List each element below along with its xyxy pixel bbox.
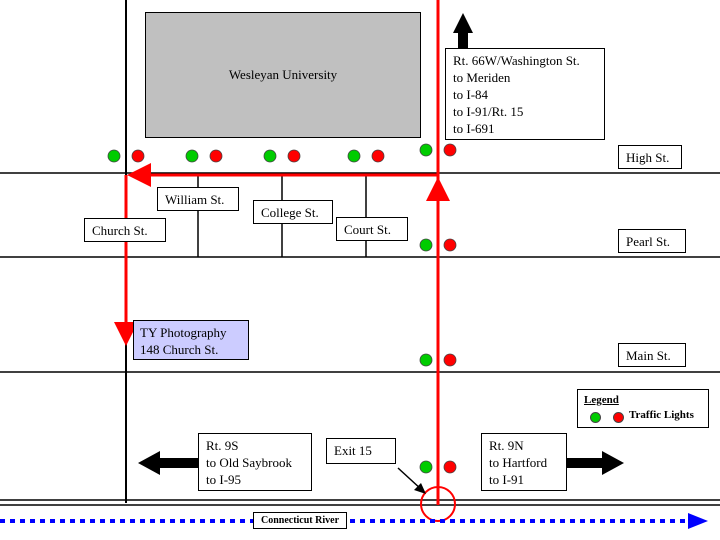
traffic-light-icon [443, 143, 457, 157]
rt9n-line: Rt. 9N [489, 438, 524, 453]
traffic-lights-route [419, 238, 457, 474]
street-label-william: William St. [157, 187, 239, 211]
west-arrow-icon [138, 451, 198, 475]
map-legend: Legend Traffic Lights [577, 389, 709, 428]
destination-address: 148 Church St. [140, 342, 219, 357]
traffic-light-icon [185, 149, 199, 163]
east-arrow-icon [566, 451, 624, 475]
traffic-light-icon [371, 149, 385, 163]
rt9n-line: to I-91 [489, 472, 525, 487]
street-label-main: Main St. [618, 343, 686, 367]
north-direction-line: to I-84 [453, 87, 489, 102]
traffic-light-icon [107, 149, 121, 163]
north-direction-line: to I-691 [453, 121, 495, 136]
traffic-light-icon [443, 353, 457, 367]
traffic-light-icon [263, 149, 277, 163]
traffic-light-icon [419, 460, 433, 474]
traffic-light-icon [443, 238, 457, 252]
destination-name: TY Photography [140, 325, 227, 340]
north-directions-box: Rt. 66W/Washington St. to Meriden to I-8… [445, 48, 605, 140]
destination-box: TY Photography 148 Church St. [133, 320, 249, 360]
traffic-light-icon [347, 149, 361, 163]
north-direction-line: to Meriden [453, 70, 511, 85]
rt9s-line: Rt. 9S [206, 438, 239, 453]
rt9s-line: to I-95 [206, 472, 242, 487]
connecticut-river-label: Connecticut River [253, 512, 347, 529]
traffic-light-icon [590, 412, 601, 423]
rt9s-directions-box: Rt. 9S to Old Saybrook to I-95 [198, 433, 312, 491]
traffic-light-icon [287, 149, 301, 163]
rt9n-directions-box: Rt. 9N to Hartford to I-91 [481, 433, 567, 491]
street-label-church: Church St. [84, 218, 166, 242]
legend-item-label: Traffic Lights [629, 409, 694, 421]
street-label-high: High St. [618, 145, 682, 169]
traffic-lights-high-st [107, 143, 457, 163]
exit-15-label: Exit 15 [326, 438, 396, 464]
exit-pointer-head [414, 483, 426, 494]
exit-marker-icon [420, 486, 456, 522]
wesleyan-university-building: Wesleyan University [145, 12, 421, 138]
river-arrow-head [688, 513, 708, 529]
rt9n-line: to Hartford [489, 455, 548, 470]
north-direction-line: to I-91/Rt. 15 [453, 104, 524, 119]
traffic-light-icon [419, 353, 433, 367]
street-label-college: College St. [253, 200, 333, 224]
street-label-pearl: Pearl St. [618, 229, 686, 253]
traffic-light-icon [419, 143, 433, 157]
street-label-court: Court St. [336, 217, 408, 241]
traffic-light-icon [209, 149, 223, 163]
rt9s-line: to Old Saybrook [206, 455, 292, 470]
north-arrow-icon [453, 13, 473, 50]
traffic-light-icon [131, 149, 145, 163]
north-direction-line: Rt. 66W/Washington St. [453, 53, 580, 68]
legend-title: Legend [584, 394, 619, 406]
traffic-light-icon [613, 412, 624, 423]
traffic-light-icon [443, 460, 457, 474]
traffic-light-icon [419, 238, 433, 252]
university-label: Wesleyan University [228, 67, 338, 82]
